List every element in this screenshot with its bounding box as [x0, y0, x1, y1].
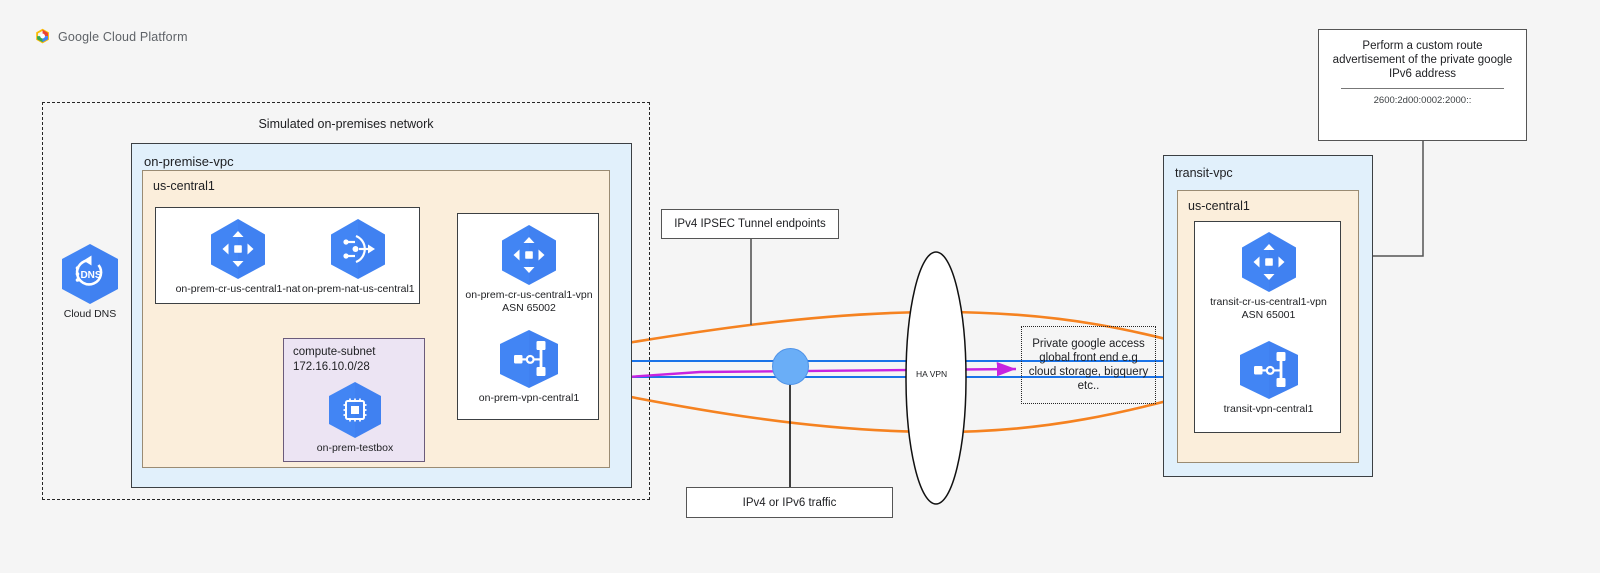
node-label: on-prem-cr-us-central1-nat	[175, 283, 301, 295]
custom-route-line-2: advertisement of the private google	[1332, 54, 1513, 66]
simulated-onprem-title: Simulated on-premises network	[258, 117, 434, 131]
vpn-gateway-icon	[497, 329, 561, 389]
callout-traffic-text: IPv4 or IPv6 traffic	[742, 496, 837, 509]
cloud-nat-icon	[329, 218, 387, 280]
compute-subnet-container: compute-subnet 172.16.10.0/28	[283, 338, 425, 462]
pga-line-3: cloud storage, bigquery	[1028, 366, 1149, 378]
transit-vpc-label: transit-vpc	[1175, 166, 1233, 180]
node-cloud-dns[interactable]: DNS Cloud DNS	[51, 243, 129, 321]
onprem-vpn-group: on-prem-cr-us-central1-vpn ASN 65002	[457, 213, 599, 420]
simulated-onprem-outer: Simulated on-premises network	[42, 102, 650, 500]
onprem-nat-group: on-prem-cr-us-central1-nat	[155, 207, 420, 304]
callout-ipsec-endpoints: IPv4 IPSEC Tunnel endpoints	[661, 209, 839, 239]
cloud-router-icon	[209, 218, 267, 280]
pga-line-4: etc..	[1077, 380, 1100, 392]
custom-route-line-1: Perform a custom route	[1362, 40, 1483, 52]
node-label: transit-vpn-central1	[1223, 403, 1314, 415]
node-on-prem-vpn-central1[interactable]: on-prem-vpn-central1	[458, 329, 600, 405]
custom-route-line-3: IPv6 address	[1388, 68, 1457, 80]
node-on-prem-cr-us-central1-vpn[interactable]: on-prem-cr-us-central1-vpn ASN 65002	[458, 224, 600, 315]
callout-private-google-access: Private google access global front end e…	[1021, 326, 1156, 404]
on-premise-vpc-label: on-premise-vpc	[144, 154, 234, 169]
compute-subnet-cidr: 172.16.10.0/28	[293, 361, 370, 373]
node-label-line2: ASN 65001	[1241, 309, 1296, 321]
cloud-router-icon	[1240, 231, 1298, 293]
tunnel-midpoint-node	[772, 348, 809, 385]
node-transit-vpn-central1[interactable]: transit-vpn-central1	[1195, 340, 1342, 416]
node-label: on-prem-nat-us-central1	[302, 283, 415, 295]
google-cloud-logo-icon	[34, 28, 51, 45]
cloud-router-icon	[500, 224, 558, 286]
node-label: Cloud DNS	[63, 308, 117, 320]
pga-line-2: global front end e.g	[1039, 352, 1138, 364]
callout-traffic: IPv4 or IPv6 traffic	[686, 487, 893, 518]
callout-ipsec-text: IPv4 IPSEC Tunnel endpoints	[674, 218, 826, 230]
node-on-prem-cr-us-central1-nat[interactable]: on-prem-cr-us-central1-nat	[173, 218, 303, 296]
vpn-gateway-icon	[1237, 340, 1301, 400]
brand-google: Google	[58, 29, 100, 44]
node-label: on-prem-vpn-central1	[478, 392, 580, 404]
transit-vpn-group: transit-cr-us-central1-vpn ASN 65001	[1194, 221, 1341, 433]
node-label-line1: on-prem-cr-us-central1-vpn	[465, 289, 593, 301]
pga-line-1: Private google access	[1032, 338, 1145, 350]
node-transit-cr-us-central1-vpn[interactable]: transit-cr-us-central1-vpn ASN 65001	[1195, 231, 1342, 322]
callout-custom-route: Perform a custom route advertisement of …	[1318, 29, 1527, 141]
ha-vpn-label: HA VPN	[916, 369, 948, 379]
gcp-branding: Google Cloud Platform	[34, 28, 188, 45]
node-label-line1: transit-cr-us-central1-vpn	[1210, 296, 1327, 308]
brand-cloud: Cloud	[102, 29, 137, 44]
node-on-prem-nat-us-central1[interactable]: on-prem-nat-us-central1	[302, 218, 415, 296]
svg-text:DNS: DNS	[80, 270, 101, 281]
compute-instance-icon	[327, 381, 383, 439]
compute-subnet-name: compute-subnet	[293, 346, 376, 358]
node-on-prem-testbox[interactable]: on-prem-testbox	[284, 381, 426, 455]
brand-platform: Platform	[139, 29, 188, 44]
transit-region-label: us-central1	[1188, 199, 1250, 213]
callout-divider	[1341, 88, 1504, 89]
onprem-region-label: us-central1	[153, 179, 215, 193]
node-label-line2: ASN 65002	[502, 302, 556, 314]
node-label: on-prem-testbox	[316, 442, 394, 454]
cloud-dns-icon: DNS	[60, 243, 120, 305]
custom-route-address: 2600:2d00:0002:2000::	[1373, 95, 1472, 106]
gcp-wordmark: Google Cloud Platform	[58, 30, 188, 44]
